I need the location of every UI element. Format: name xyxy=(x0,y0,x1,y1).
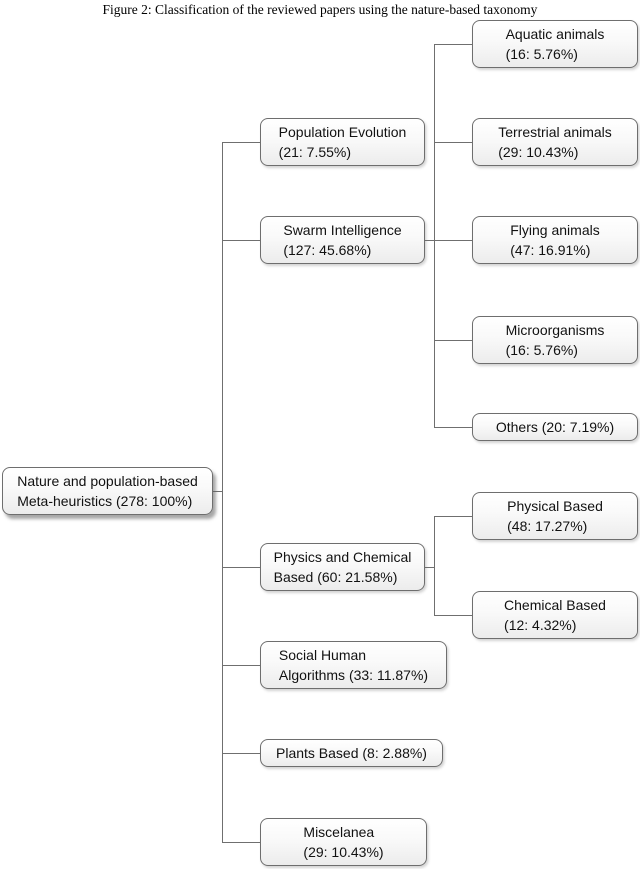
connector-stub-social-human xyxy=(222,665,260,666)
node-miscelanea: Miscelanea (29: 10.43%) xyxy=(260,818,427,866)
node-label: Chemical Based xyxy=(504,596,606,613)
node-others: Others (20: 7.19%) xyxy=(472,413,638,441)
node-label: Population Evolution xyxy=(278,123,407,140)
connector-stub-swarm-intelligence xyxy=(222,240,260,241)
node-sublabel: (48: 17.27%) xyxy=(507,518,588,534)
node-aquatic-animals: Aquatic animals (16: 5.76%) xyxy=(472,20,638,68)
node-sublabel: (29: 10.43%) xyxy=(303,844,384,860)
node-physical-based: Physical Based (48: 17.27%) xyxy=(472,492,638,540)
connector-stub-physics-chemical xyxy=(222,567,260,568)
connector-stub-aquatic-animals xyxy=(434,44,472,45)
connector-swarm-to-trunk xyxy=(425,240,434,241)
connector-stub-flying-animals xyxy=(434,240,472,241)
connector-root-trunk xyxy=(222,142,223,843)
node-label: Physics and Chemical xyxy=(273,548,412,565)
connector-stub-chemical-based xyxy=(434,615,472,616)
node-sublabel: Algorithms (33: 11.87%) xyxy=(278,667,429,683)
figure-caption: Figure 2: Classification of the reviewed… xyxy=(102,2,538,17)
node-plants-based: Plants Based (8: 2.88%) xyxy=(260,739,443,767)
node-label: Flying animals xyxy=(510,221,600,238)
node-sublabel: (21: 7.55%) xyxy=(278,144,352,160)
connector-root-to-trunk xyxy=(213,491,222,492)
node-sublabel: (12: 4.32%) xyxy=(504,617,577,633)
node-label: Nature and population-based xyxy=(17,472,198,489)
node-terrestrial-animals: Terrestrial animals (29: 10.43%) xyxy=(472,118,638,166)
node-swarm-intelligence: Swarm Intelligence (127: 45.68%) xyxy=(260,216,425,264)
node-label: Miscelanea xyxy=(303,823,375,840)
node-label: Swarm Intelligence xyxy=(283,221,402,238)
node-flying-animals: Flying animals (47: 16.91%) xyxy=(472,216,638,264)
connector-stub-microorganisms xyxy=(434,340,472,341)
connector-stub-terrestrial-animals xyxy=(434,142,472,143)
connector-swarm-trunk xyxy=(434,44,435,428)
node-label: Physical Based xyxy=(507,497,603,514)
node-population-evolution: Population Evolution (21: 7.55%) xyxy=(260,118,425,166)
node-root-meta-heuristics: Nature and population-based Meta-heurist… xyxy=(2,467,213,515)
node-label: Plants Based (8: 2.88%) xyxy=(276,744,427,761)
node-label: Terrestrial animals xyxy=(498,123,612,140)
node-sublabel: (127: 45.68%) xyxy=(283,242,372,258)
node-microorganisms: Microorganisms (16: 5.76%) xyxy=(472,316,638,364)
connector-stub-miscelanea xyxy=(222,842,260,843)
connector-stub-physical-based xyxy=(434,516,472,517)
node-sublabel: (29: 10.43%) xyxy=(498,144,579,160)
node-label: Social Human xyxy=(278,646,367,663)
node-label: Microorganisms xyxy=(505,321,605,338)
connector-physics-trunk xyxy=(434,516,435,616)
node-sublabel: Meta-heuristics (278: 100%) xyxy=(17,493,193,509)
node-label: Aquatic animals xyxy=(505,25,605,42)
node-sublabel: (16: 5.76%) xyxy=(505,342,578,358)
node-chemical-based: Chemical Based (12: 4.32%) xyxy=(472,591,638,639)
node-label: Others (20: 7.19%) xyxy=(495,418,615,435)
node-sublabel: (47: 16.91%) xyxy=(510,242,591,258)
connector-stub-population-evolution xyxy=(222,142,260,143)
node-physics-chemical-based: Physics and Chemical Based (60: 21.58%) xyxy=(260,543,425,591)
node-sublabel: Based (60: 21.58%) xyxy=(273,569,398,585)
connector-physics-to-trunk xyxy=(425,567,434,568)
node-social-human-algorithms: Social Human Algorithms (33: 11.87%) xyxy=(260,641,447,689)
connector-stub-plants-based xyxy=(222,753,260,754)
node-sublabel: (16: 5.76%) xyxy=(505,46,578,62)
connector-stub-others xyxy=(434,427,472,428)
